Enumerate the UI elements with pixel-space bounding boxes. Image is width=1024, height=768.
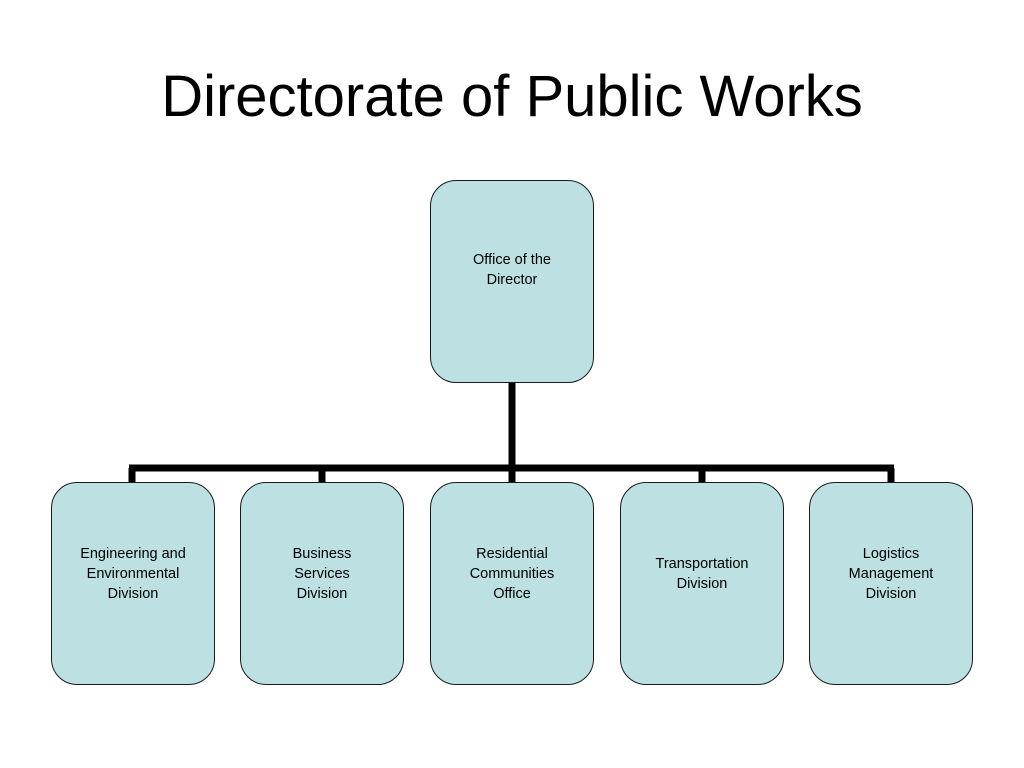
node-label: Office of the Director bbox=[473, 251, 551, 288]
node-engineering-and-environmental-division: Engineering and Environmental Division bbox=[51, 482, 215, 685]
node-logistics-management-division: Logistics Management Division bbox=[809, 482, 973, 685]
node-residential-communities-office: Residential Communities Office bbox=[430, 482, 594, 685]
node-office-of-the-director: Office of the Director bbox=[430, 180, 594, 383]
node-label: Logistics Management Division bbox=[848, 545, 934, 602]
page-title: Directorate of Public Works bbox=[161, 64, 863, 129]
node-label: Residential Communities Office bbox=[469, 545, 555, 602]
node-business-services-division: Business Services Division bbox=[240, 482, 404, 685]
node-transportation-division: Transportation Division bbox=[620, 482, 784, 685]
node-label: Business Services Division bbox=[292, 545, 352, 602]
node-label: Transportation Division bbox=[655, 555, 749, 592]
node-label: Engineering and Environmental Division bbox=[80, 545, 186, 602]
